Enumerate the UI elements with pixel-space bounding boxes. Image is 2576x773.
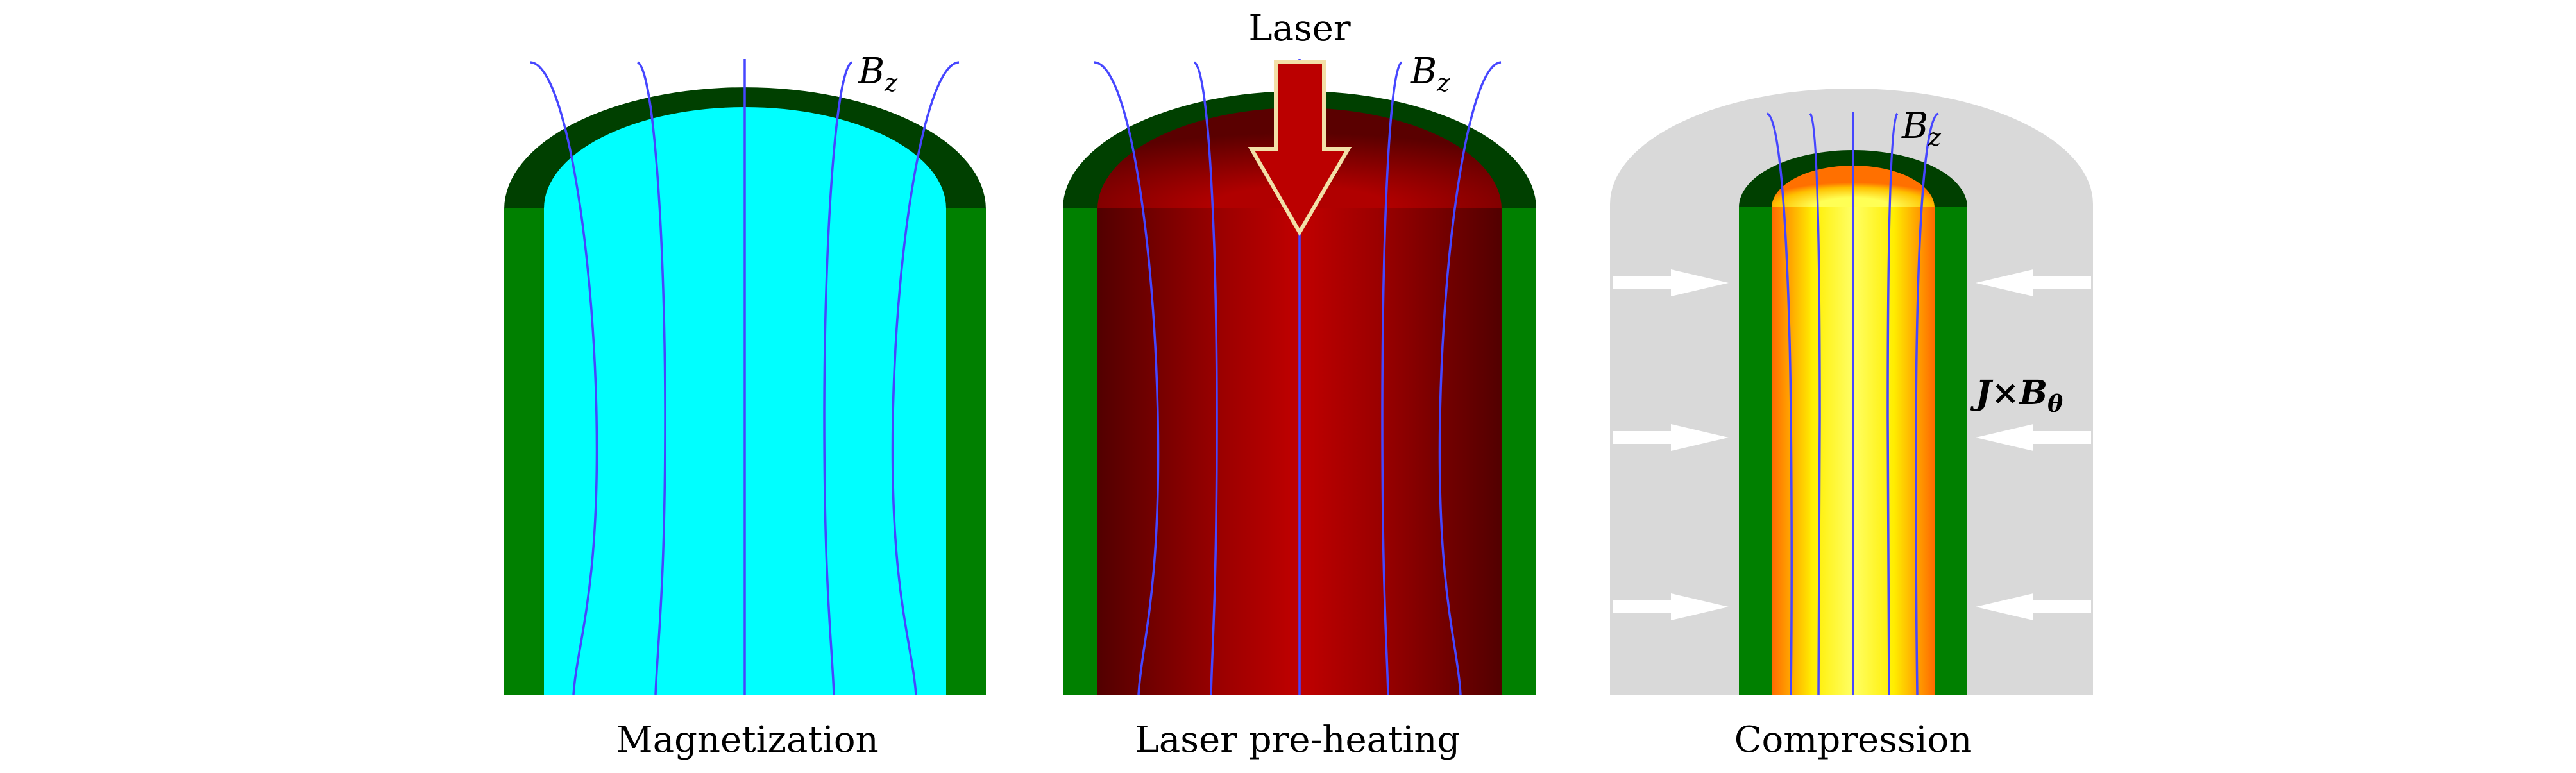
field-line (1381, 61, 1403, 695)
panel-laser-preheating: Laser Bz Laser pre-heating (1063, 8, 1536, 761)
field-line (530, 61, 598, 695)
field-line (1094, 61, 1160, 695)
force-label-jxb: J×Bθ (1970, 373, 2063, 418)
panel-compression: Bz J×Bθ Compression (1610, 89, 2093, 761)
compression-arrows-right (1976, 269, 2091, 620)
field-line (891, 61, 960, 695)
caption-laser-preheating: Laser pre-heating (1135, 719, 1461, 761)
laser-beam-arrow (1248, 60, 1352, 236)
right-arrow-icon (1613, 593, 1729, 620)
right-arrow-icon (1613, 424, 1729, 451)
caption-compression: Compression (1734, 719, 1972, 761)
caption-magnetization: Magnetization (616, 719, 878, 761)
panel-magnetization: Bz Magnetization (504, 51, 986, 761)
left-arrow-icon (1976, 593, 2091, 620)
field-lines (1766, 112, 1939, 695)
laser-label: Laser (1248, 8, 1350, 49)
field-label-bz: Bz (1410, 51, 1450, 97)
field-line (1809, 112, 1821, 695)
field-line (1193, 61, 1218, 695)
field-label-bz: Bz (858, 51, 898, 97)
field-line (1886, 112, 1899, 695)
field-line (1438, 61, 1502, 695)
right-arrow-icon (1613, 269, 1729, 296)
field-line (1766, 112, 1793, 695)
compression-arrows-left (1613, 269, 1729, 620)
field-label-bz: Bz (1901, 105, 1942, 151)
field-lines (530, 59, 960, 695)
field-line (636, 61, 666, 695)
field-line (1914, 112, 1939, 695)
left-arrow-icon (1976, 269, 2091, 296)
field-line (823, 61, 853, 695)
left-arrow-icon (1976, 424, 2091, 451)
